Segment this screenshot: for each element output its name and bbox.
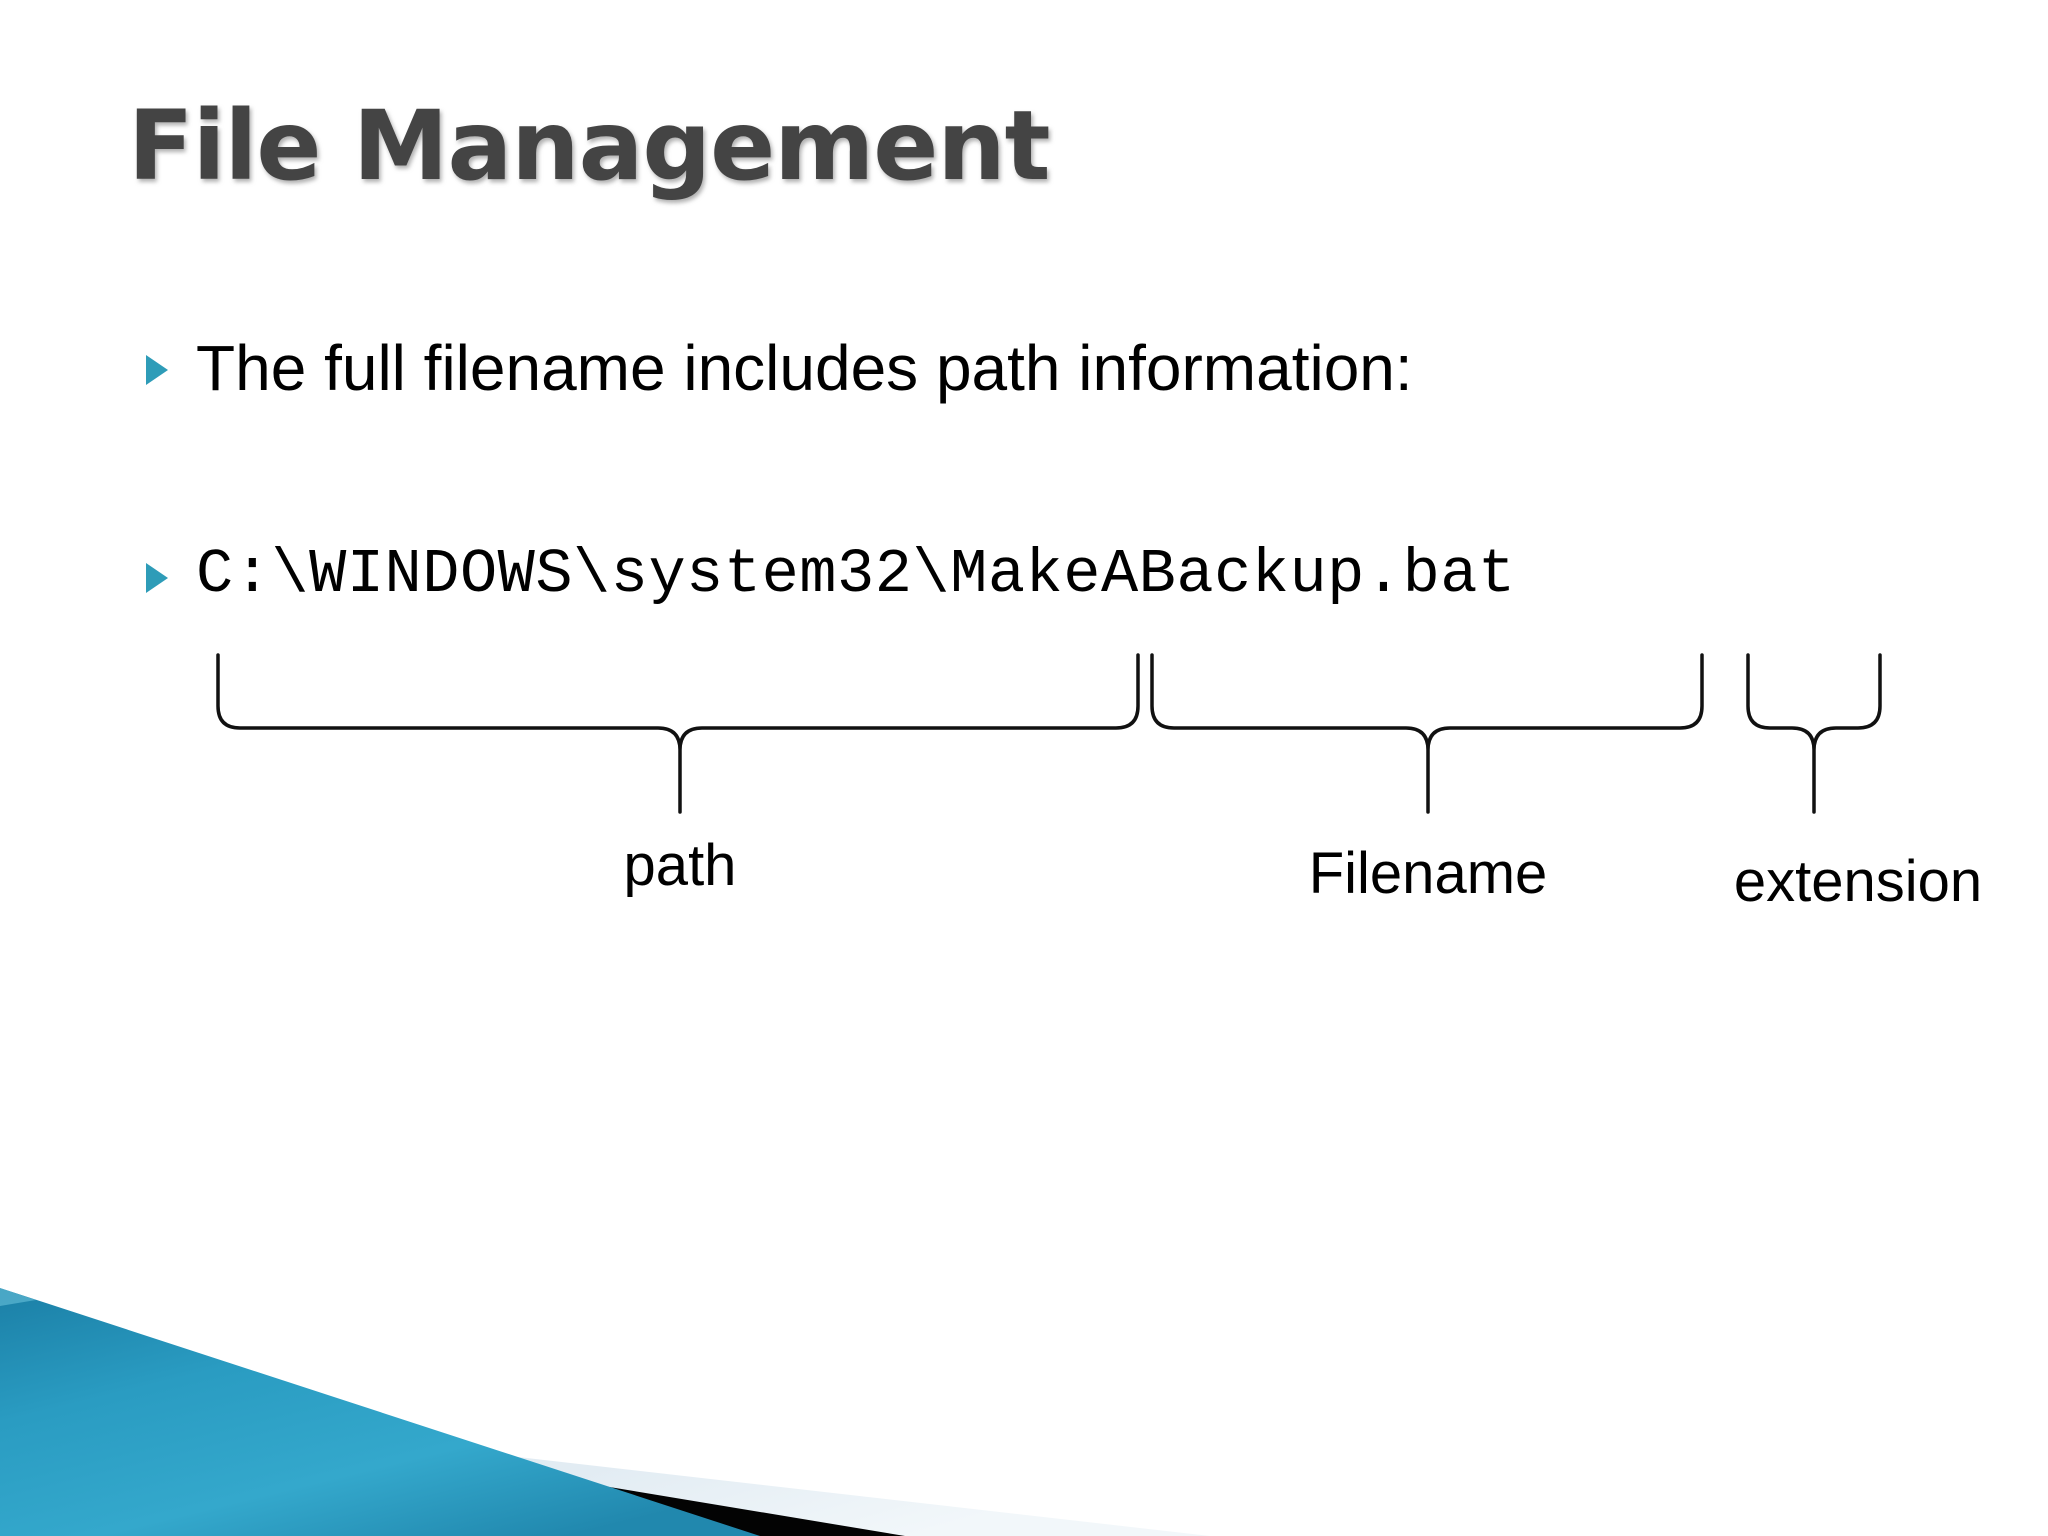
wedge-teal-highlight bbox=[0, 1288, 36, 1306]
brace-label-path: path bbox=[623, 833, 737, 898]
brace-label-filename: Filename bbox=[1308, 841, 1548, 906]
bullet-item-statement: The full filename includes path informat… bbox=[140, 336, 1413, 404]
brace-path bbox=[216, 653, 1140, 814]
corner-wedge-decoration bbox=[0, 1288, 1210, 1536]
triangle-right-bullet-icon bbox=[140, 336, 174, 404]
brace-filename bbox=[1150, 653, 1704, 814]
brace-extension bbox=[1746, 653, 1882, 814]
brace-label-extension: extension bbox=[1733, 849, 1983, 914]
wedge-teal-triangle bbox=[0, 1288, 760, 1536]
bullet-item-statement-label: The full filename includes path informat… bbox=[196, 332, 1413, 404]
full-filename-text: C:\WINDOWS\system32\MakeABackup.bat bbox=[196, 539, 1516, 610]
triangle-right-bullet-icon bbox=[140, 544, 174, 612]
page-title: File Management bbox=[128, 90, 1051, 202]
bullet-item-path-example: C:\WINDOWS\system32\MakeABackup.bat bbox=[140, 544, 1516, 612]
